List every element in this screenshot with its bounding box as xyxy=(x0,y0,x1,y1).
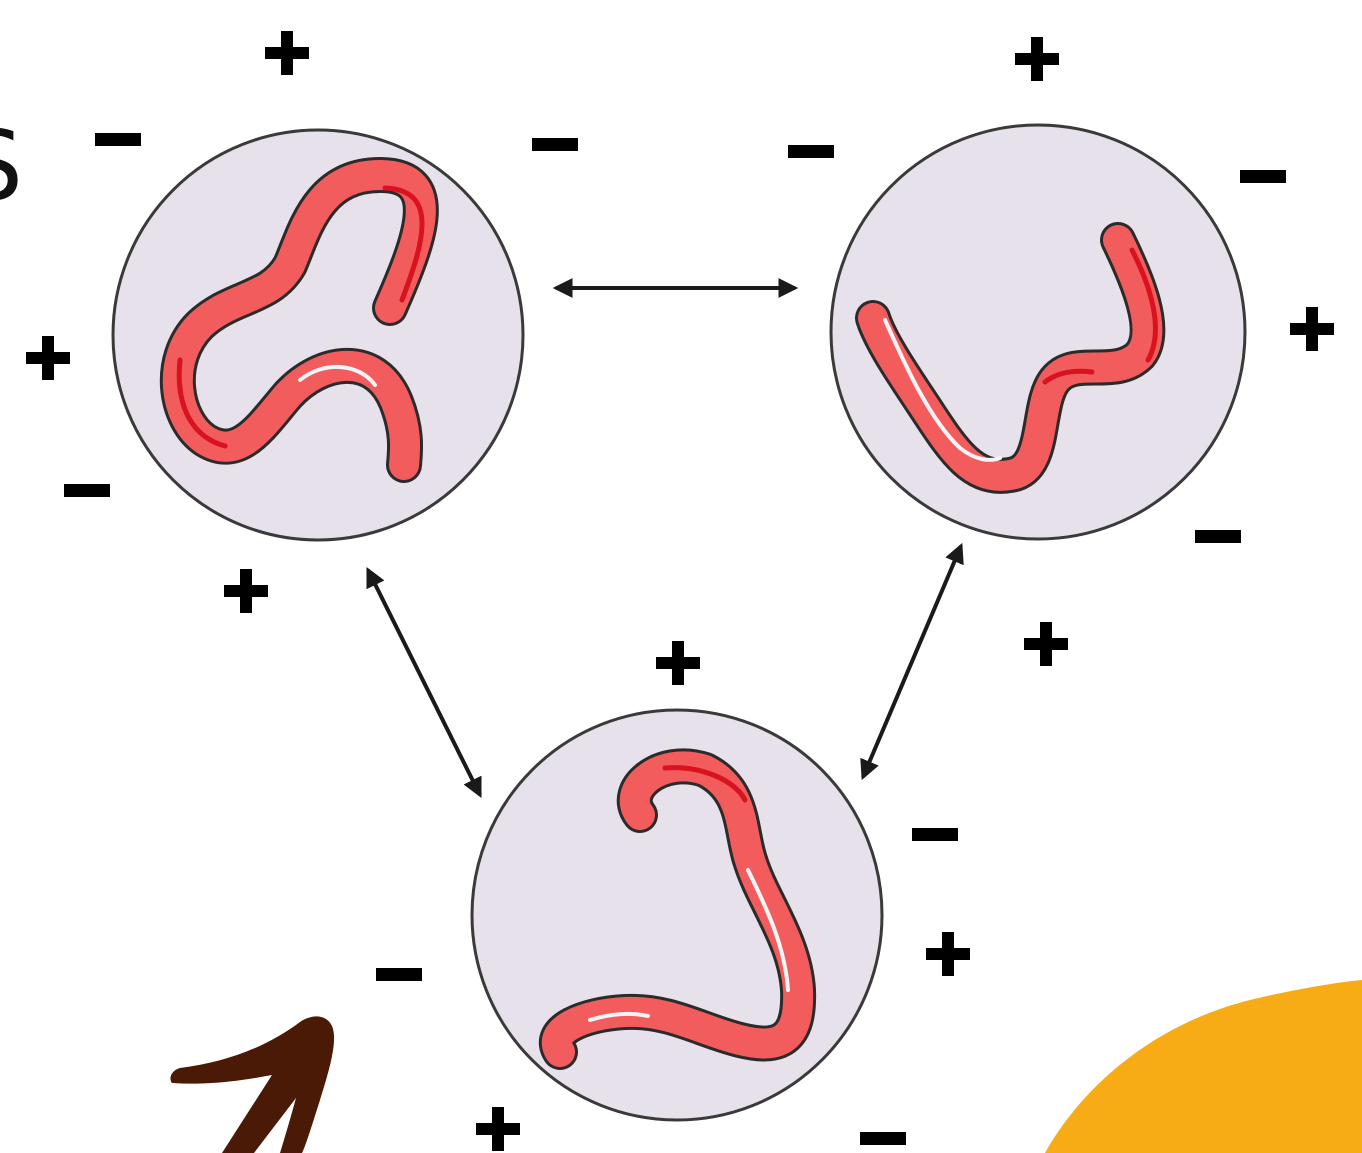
minus-sign xyxy=(95,133,141,146)
minus-sign xyxy=(860,1132,906,1145)
plus-sign xyxy=(26,336,70,380)
plus-sign xyxy=(476,1107,520,1151)
state-right xyxy=(831,125,1245,539)
plus-sign xyxy=(1024,622,1068,666)
plus-sign xyxy=(224,569,268,613)
plus-sign xyxy=(656,641,700,685)
minus-sign xyxy=(64,484,110,497)
arrow-left-bottom xyxy=(368,570,480,795)
minus-sign xyxy=(788,145,834,158)
plus-sign xyxy=(1290,307,1334,351)
plus-sign xyxy=(926,932,970,976)
minus-sign xyxy=(532,138,578,151)
plus-sign xyxy=(265,31,309,75)
minus-sign xyxy=(1195,530,1241,543)
minus-sign xyxy=(376,968,422,981)
orange-blob xyxy=(1045,980,1362,1153)
plus-sign xyxy=(1015,37,1059,81)
state-left xyxy=(113,130,523,540)
minus-sign xyxy=(912,828,958,841)
minus-sign xyxy=(1240,170,1286,183)
arrow-bottom-right xyxy=(863,546,961,777)
brown-arrow-icon xyxy=(170,1016,334,1153)
state-bottom xyxy=(472,710,882,1120)
